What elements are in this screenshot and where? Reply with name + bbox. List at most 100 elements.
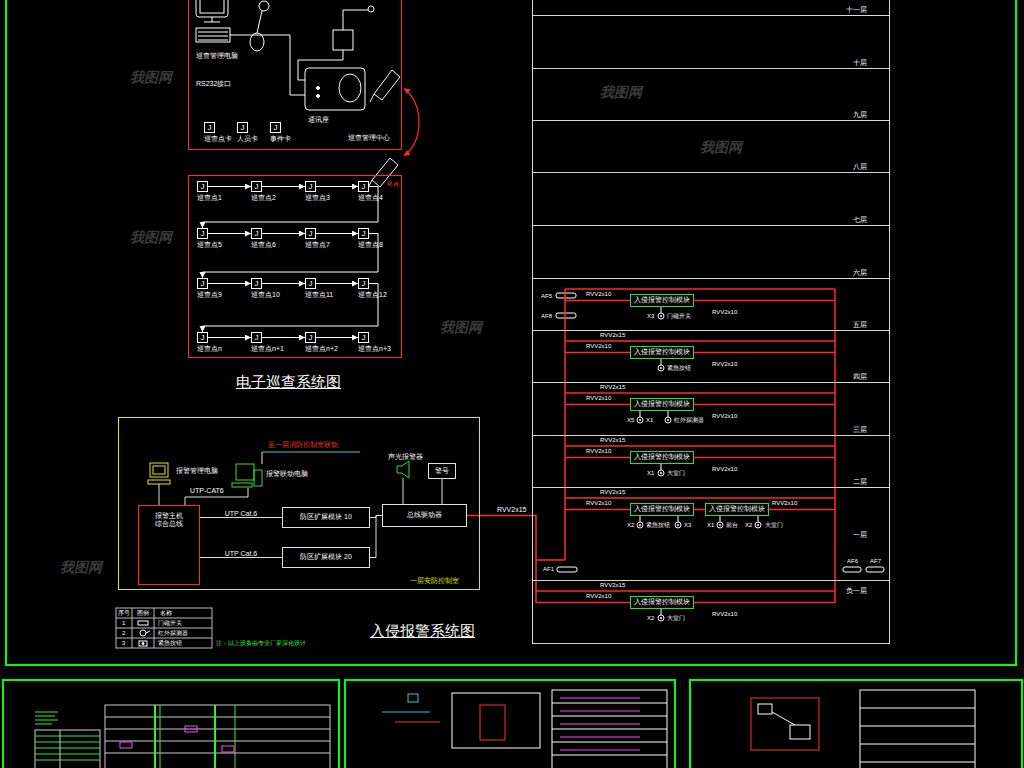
cable-label: RVV2x10 (712, 413, 737, 419)
thumbnail-drawing (154, 705, 156, 768)
point-letter: J (198, 182, 207, 191)
cable-label: RVV2x15 (497, 506, 526, 513)
floor-label: 九层 (853, 111, 867, 118)
thumbnail-drawing (214, 705, 216, 768)
patrol-equipment (250, 33, 264, 51)
signal-bus (565, 404, 630, 406)
thumbnail-drawing (160, 705, 161, 768)
intrusion-equipment (159, 484, 160, 505)
thumbnail-drawing (35, 720, 58, 721)
box-text: 报警主机 (155, 512, 183, 520)
thumbnail-drawing (751, 698, 819, 750)
point-letter: J (252, 333, 261, 342)
intrusion-equipment (262, 452, 360, 453)
cable-label: RVV2x10 (586, 291, 611, 297)
detector-lead (661, 359, 662, 365)
patrol-point: J巡查点5 (197, 228, 208, 239)
patrol-point: J巡查点n+1 (251, 332, 262, 343)
cable-label: RVV2x10 (586, 343, 611, 349)
point-label: 巡查点n+1 (251, 345, 284, 352)
legend-table (154, 608, 155, 648)
point-letter: J (306, 229, 315, 238)
floor-label: 三层 (853, 426, 867, 433)
note: 至一层消防控制室联动 (268, 441, 338, 448)
box-text: 警号 (435, 467, 449, 475)
cable-label: RVV2x15 (600, 332, 625, 338)
detector-symbol (677, 524, 679, 526)
signal-bus (565, 288, 835, 290)
point-label: 巡查点3 (305, 194, 330, 201)
connector (203, 187, 379, 229)
connector (208, 233, 251, 234)
detector-label: X3 (684, 522, 691, 528)
box-text: 防区扩展模块 20 (300, 553, 352, 561)
detector-lead (720, 516, 721, 522)
detector-symbol (658, 313, 664, 319)
detector-symbol (665, 417, 671, 423)
thumbnail-drawing (860, 744, 975, 745)
thumbnail-drawing (35, 690, 975, 768)
floor-label: 八层 (853, 163, 867, 170)
alarm-wiring (467, 289, 835, 621)
floor-band: 三层 入侵报警控制模块 (532, 382, 890, 436)
detector-symbol (658, 470, 664, 476)
detector-lead (640, 516, 641, 522)
thumbnail-drawing (35, 712, 58, 713)
patrol-point: J巡查点8 (358, 228, 369, 239)
device-label: 声光报警器 (388, 453, 423, 460)
signal-bus (565, 340, 835, 342)
legend-symbol (140, 630, 146, 636)
patrol-point: J巡查点10 (251, 278, 262, 289)
point-label: 人员卡 (237, 135, 258, 142)
patrol-equipment (230, 35, 305, 95)
panel-label: AF8 (541, 313, 552, 319)
point-letter: J (198, 229, 207, 238)
detector-label: X2 (627, 522, 634, 528)
detector-symbol (660, 617, 662, 619)
detector-label: 大堂门 (765, 522, 783, 528)
point-label: 巡查点10 (251, 291, 280, 298)
detector-lead (678, 516, 679, 522)
thumbnail-drawing (560, 711, 640, 712)
detector-symbol (660, 315, 662, 317)
legend-text: 红外探测器 (158, 630, 188, 636)
cable-label: RVV2x10 (712, 466, 737, 472)
patrol-equipment (333, 30, 353, 50)
data-transfer-arrow (404, 88, 419, 156)
panel-label: AF5 (541, 293, 552, 299)
connector (203, 284, 379, 333)
patrol-point: J事件卡 (270, 122, 281, 133)
patrol-equipment (343, 10, 368, 30)
connector (316, 233, 358, 234)
box-text: 入侵报警控制模块 (634, 348, 690, 356)
detector-symbol (658, 615, 664, 621)
detector-symbol (660, 367, 662, 369)
thumbnail-drawing (552, 755, 667, 756)
box-text: 入侵报警控制模块 (634, 400, 690, 408)
thumbnail-drawing (35, 730, 100, 768)
signal-bus (565, 445, 835, 447)
thumbnail-drawing (35, 724, 52, 725)
detector-symbol (637, 522, 643, 528)
control-module: 入侵报警控制模块 (705, 503, 769, 516)
detector-symbol (660, 472, 662, 474)
watermark: 我图网 (700, 140, 742, 154)
detector-symbol (757, 524, 759, 526)
signal-bus (536, 590, 835, 592)
thumbnail-drawing (758, 704, 772, 714)
device-label: 通讯座 (308, 116, 329, 123)
cable-label: RVV2x10 (586, 593, 611, 599)
point-letter: J (252, 279, 261, 288)
thumbnail-drawing (105, 705, 330, 768)
device-label: 巡查管理电脑 (196, 52, 238, 59)
point-letter: J (359, 182, 368, 191)
floor-band: 六层 (532, 225, 890, 279)
legend-table (116, 608, 212, 648)
thumbnail-drawing (552, 703, 667, 704)
box-text: 总线驱动器 (407, 511, 442, 519)
thumbnail-drawing (120, 742, 132, 748)
floor-label: 六层 (853, 269, 867, 276)
point-label: 巡查点12 (358, 291, 387, 298)
